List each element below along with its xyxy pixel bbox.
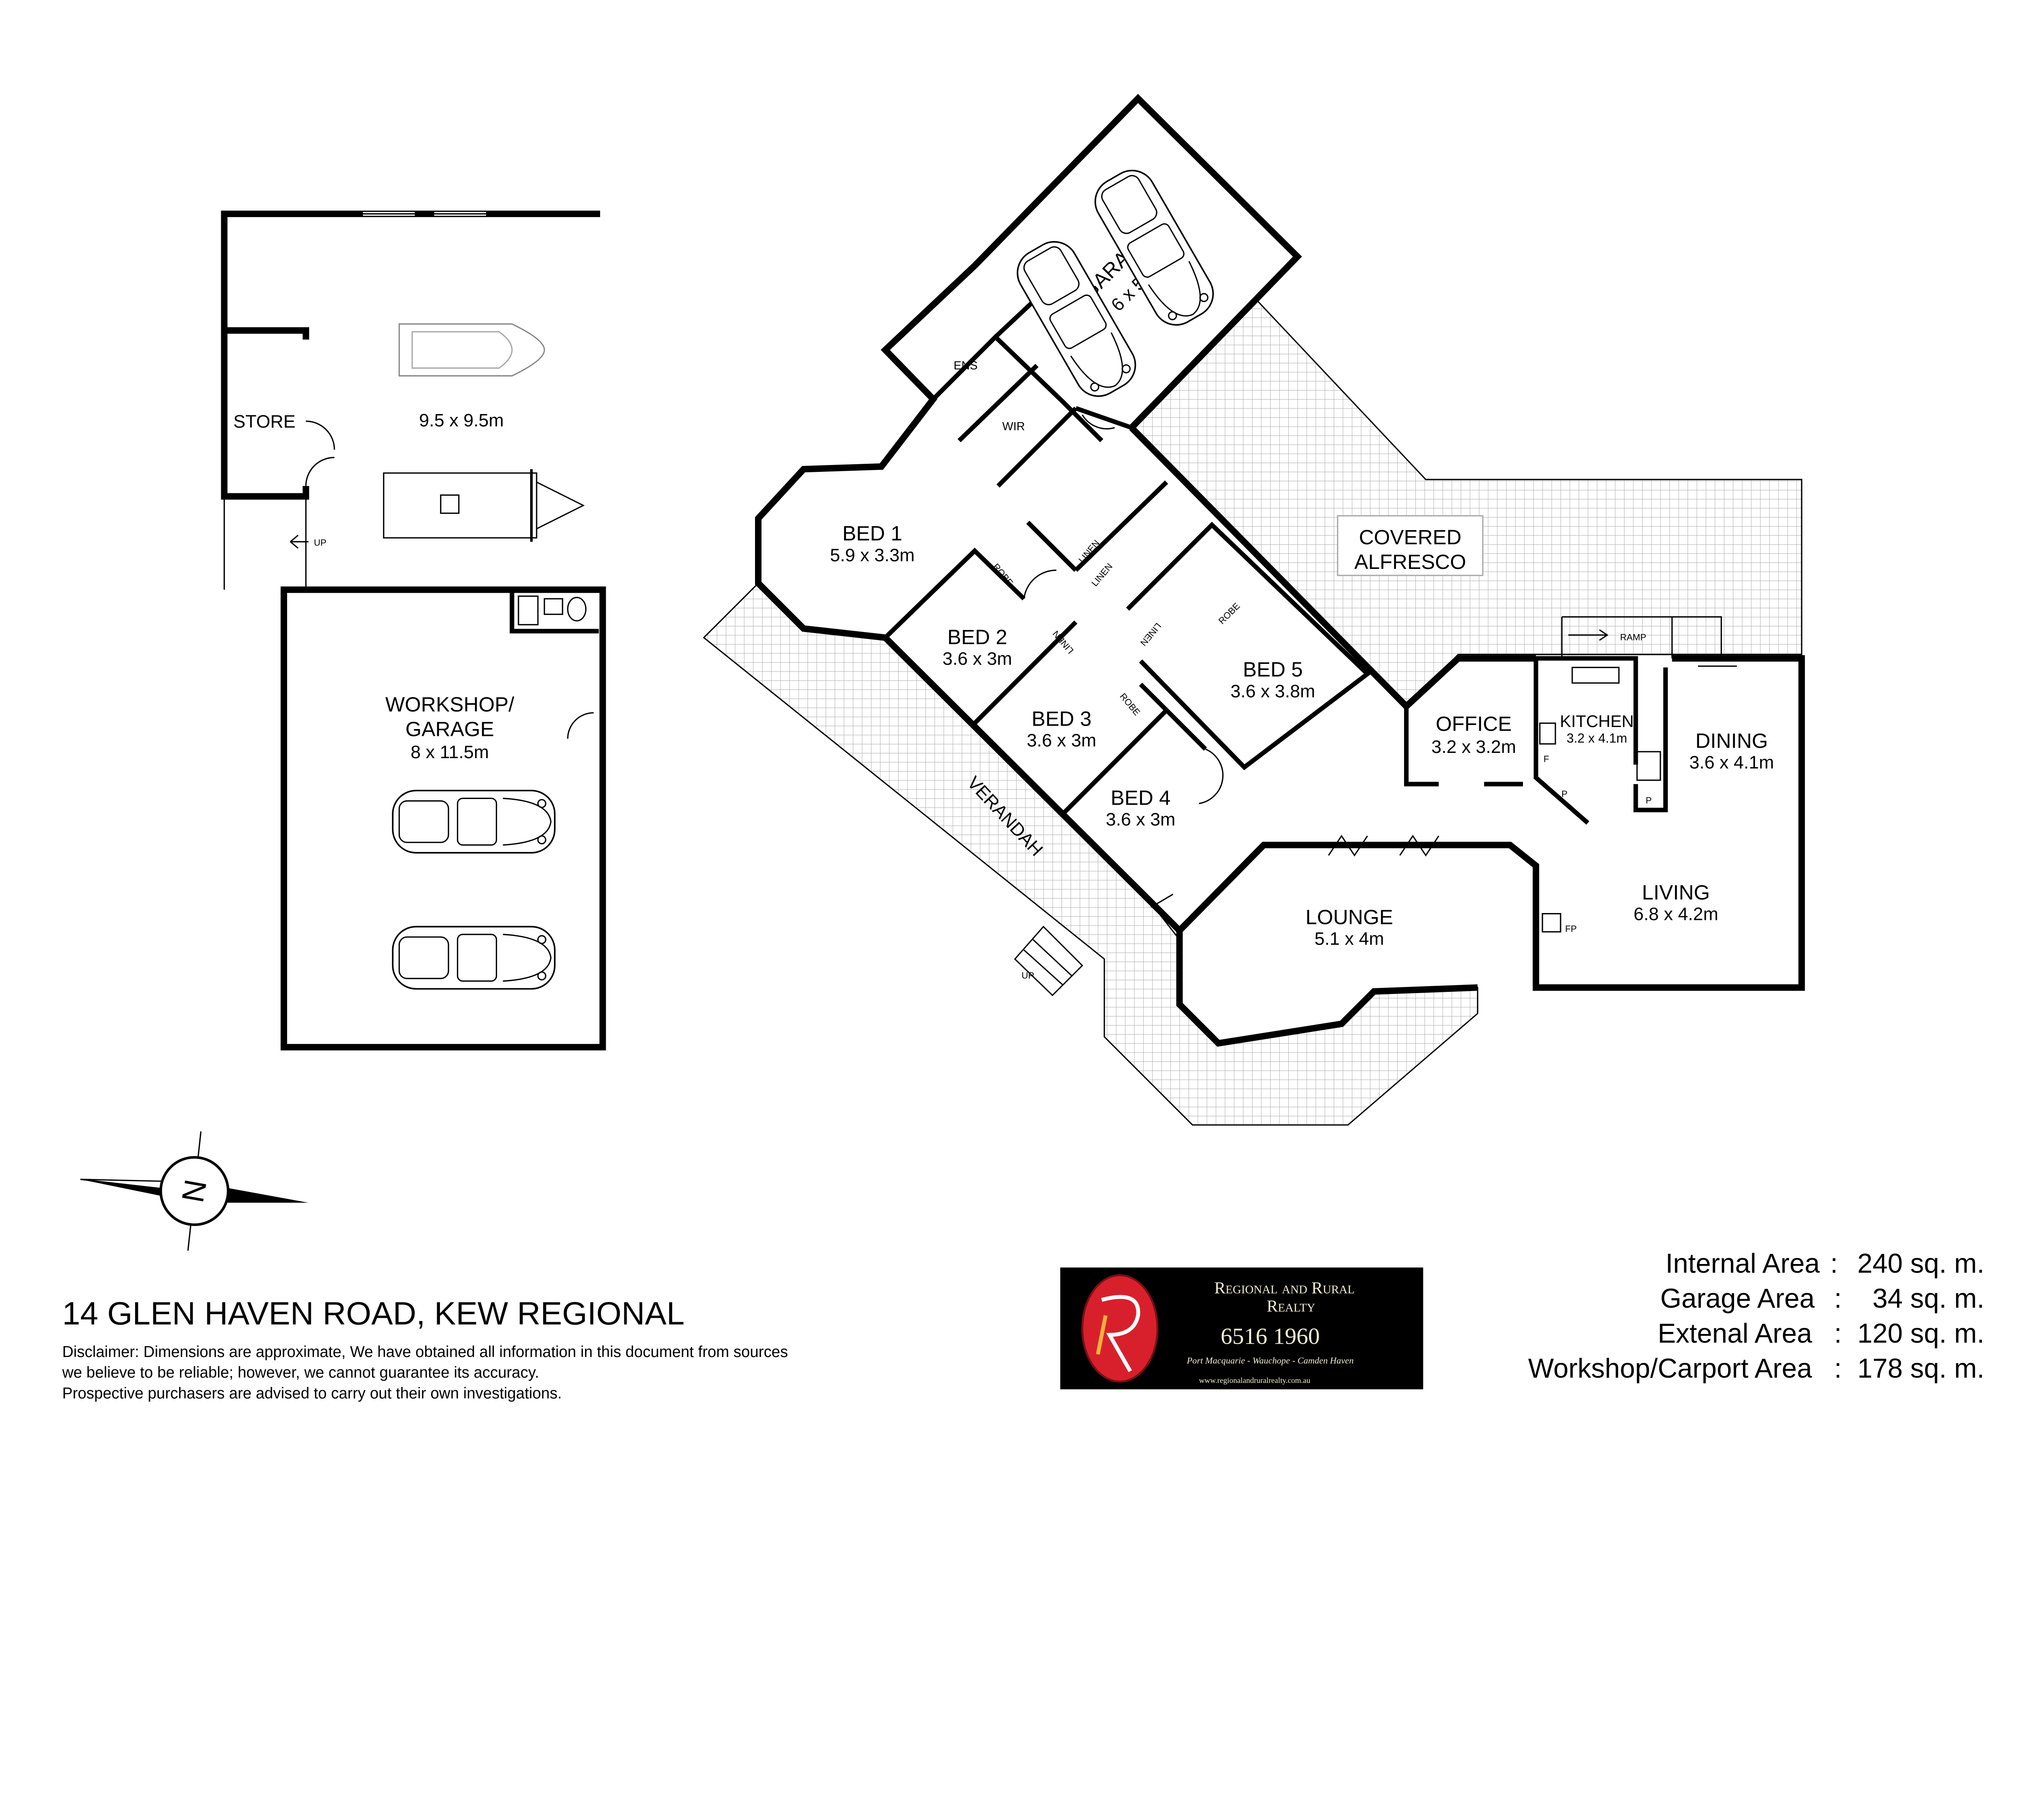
bed4-dims: 3.6 x 3m: [1106, 809, 1175, 830]
logo-website: www.regionalandruralrealty.com.au: [1199, 1376, 1311, 1385]
office-label: OFFICE: [1436, 712, 1512, 736]
logo-name-line2: Realty: [1267, 1297, 1315, 1316]
ramp-label: RAMP: [1620, 632, 1646, 642]
bed3-label: BED 3: [1032, 707, 1091, 730]
store: STORE: [221, 327, 335, 500]
area-colon: :: [1830, 1248, 1838, 1279]
kitchen-label: KITCHEN: [1560, 712, 1634, 731]
pantry-label: P: [1646, 795, 1652, 805]
trailer-icon: [383, 469, 585, 542]
boat-icon: [398, 323, 545, 377]
living-label: LIVING: [1642, 881, 1710, 904]
agency-logo: Regional and Rural Realty 6516 1960 Port…: [1060, 1267, 1423, 1389]
area-label: Internal Area: [1665, 1248, 1820, 1279]
area-label: Extenal Area: [1658, 1319, 1812, 1349]
wir-label: WIR: [1002, 420, 1025, 433]
carport: 9.5 x 9.5m UP: [221, 210, 600, 590]
car-icon: [392, 790, 556, 854]
disclaimer-line-1: Disclaimer: Dimensions are approximate, …: [62, 1343, 788, 1361]
car-icon: [392, 926, 556, 990]
up-label: UP: [314, 537, 326, 547]
store-label: STORE: [233, 411, 296, 432]
pantry-label: P: [1561, 789, 1567, 799]
carport-dims: 9.5 x 9.5m: [419, 410, 503, 430]
bed1-dims: 5.9 x 3.3m: [830, 545, 914, 565]
logo-name-line1: Regional and Rural: [1214, 1279, 1355, 1298]
linen-label: LINEN: [1089, 561, 1115, 588]
compass: N: [80, 1131, 309, 1251]
workshop-name-line2: GARAGE: [406, 718, 494, 741]
area-value: 120 sq. m.: [1857, 1319, 1984, 1349]
fridge-label: F: [1544, 754, 1549, 764]
area-colon: :: [1834, 1353, 1842, 1384]
area-label: Garage Area: [1660, 1283, 1815, 1314]
dining-dims: 3.6 x 4.1m: [1689, 752, 1774, 773]
floor-plan: 9.5 x 9.5m UP STORE WORKSHOP/ GARAGE 8 x…: [62, 94, 1984, 1402]
covered-alfresco-area: [1130, 300, 1802, 708]
area-value: 240 sq. m.: [1857, 1248, 1984, 1279]
robe-label: ROBE: [1216, 601, 1242, 626]
area-summary: Internal Area : 240 sq. m. Garage Area :…: [1528, 1248, 1984, 1384]
workshop-dims: 8 x 11.5m: [410, 742, 489, 762]
area-value: 178 sq. m.: [1857, 1353, 1984, 1384]
area-value: 34 sq. m.: [1872, 1283, 1984, 1314]
robe-label: ROBE: [991, 562, 1015, 588]
stairs-up-label: UP: [1022, 970, 1034, 981]
lounge-label: LOUNGE: [1305, 905, 1393, 928]
workshop-garage: WORKSHOP/ GARAGE 8 x 11.5m: [280, 586, 606, 1051]
logo-locations: Port Macquarie - Wauchope - Camden Haven: [1187, 1355, 1354, 1366]
area-colon: :: [1834, 1283, 1842, 1314]
fireplace-label: FP: [1565, 924, 1577, 934]
alfresco-label-line1: COVERED: [1359, 526, 1462, 549]
linen-label: LINEN: [1138, 621, 1163, 648]
bed2-dims: 3.6 x 3m: [943, 648, 1012, 669]
bed2-label: BED 2: [948, 626, 1007, 649]
alfresco-label-line2: ALFRESCO: [1354, 550, 1466, 573]
ens-label: ENS: [954, 359, 977, 372]
up-arrow-icon: [290, 535, 309, 549]
bed3-dims: 3.6 x 3m: [1027, 730, 1096, 750]
bed5-label: BED 5: [1243, 658, 1303, 681]
bed5-dims: 3.6 x 3.8m: [1231, 681, 1315, 701]
robe-label: ROBE: [1118, 691, 1142, 718]
workshop-name-line1: WORKSHOP/: [385, 693, 515, 716]
bed4-label: BED 4: [1110, 786, 1170, 809]
area-label: Workshop/Carport Area: [1528, 1353, 1813, 1384]
office-dims: 3.2 x 3.2m: [1432, 736, 1516, 757]
kitchen-dims: 3.2 x 4.1m: [1567, 731, 1627, 746]
car-icon: [1086, 161, 1223, 334]
living-dims: 6.8 x 4.2m: [1634, 904, 1718, 924]
area-colon: :: [1834, 1319, 1842, 1349]
bed1-label: BED 1: [842, 522, 902, 545]
house-walls: [755, 94, 1805, 1047]
dining-label: DINING: [1695, 729, 1768, 752]
disclaimer-line-2: we believe to be reliable; however, we c…: [62, 1364, 539, 1381]
property-address: 14 GLEN HAVEN ROAD, KEW REGIONAL: [62, 1295, 685, 1332]
lounge-dims: 5.1 x 4m: [1315, 928, 1384, 949]
disclaimer-line-3: Prospective purchasers are advised to ca…: [62, 1385, 562, 1402]
logo-phone: 6516 1960: [1220, 1324, 1320, 1349]
